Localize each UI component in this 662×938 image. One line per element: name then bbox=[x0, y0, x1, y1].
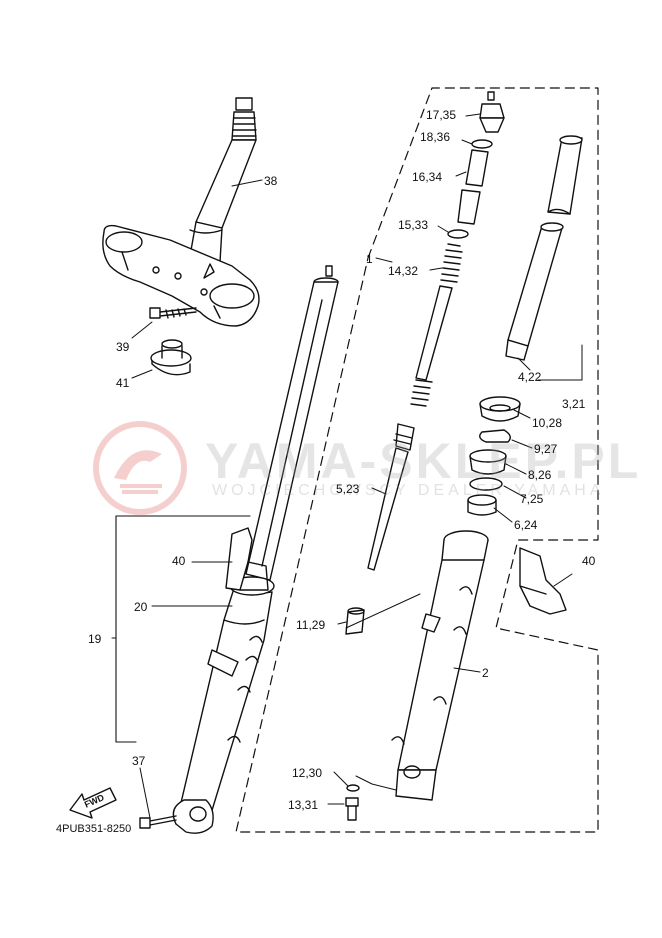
collar-41 bbox=[150, 339, 192, 376]
callout-12-30: 12,30 bbox=[292, 766, 323, 780]
inner-tube-left bbox=[245, 265, 339, 581]
bolt-13 bbox=[345, 797, 359, 821]
washer-7 bbox=[469, 477, 503, 491]
bolt-39 bbox=[149, 307, 197, 319]
bush-6 bbox=[467, 494, 497, 516]
o-ring-18 bbox=[471, 139, 493, 149]
callout-17-35: 17,35 bbox=[426, 108, 457, 122]
watermark-brand: YAMA-SKLEP.PL bbox=[205, 433, 642, 489]
callout-9-27: 9,27 bbox=[534, 442, 558, 456]
watermark-logo-icon bbox=[93, 421, 187, 515]
gasket-12 bbox=[346, 784, 360, 792]
dust-seal-10 bbox=[479, 396, 521, 422]
callout-20: 20 bbox=[134, 600, 148, 614]
bolt-37 bbox=[139, 815, 177, 829]
callout-2: 2 bbox=[482, 666, 489, 680]
callout-14-32: 14,32 bbox=[388, 264, 419, 278]
callout-11-29: 11,29 bbox=[296, 618, 326, 632]
callout-40-left: 40 bbox=[172, 554, 186, 568]
part-code: 4PUB351-8250 bbox=[56, 823, 132, 835]
fwd-arrow-icon bbox=[69, 787, 117, 819]
washer-15 bbox=[447, 229, 469, 239]
callout-16-34: 16,34 bbox=[412, 170, 443, 184]
callout-13-31: 13,31 bbox=[288, 798, 319, 812]
callout-5-23: 5,23 bbox=[336, 482, 360, 496]
assembly-boundary bbox=[235, 87, 599, 833]
callout-8-26: 8,26 bbox=[528, 468, 552, 482]
leader-lines bbox=[111, 113, 573, 819]
callout-15-33: 15,33 bbox=[398, 218, 429, 232]
callout-38: 38 bbox=[264, 174, 278, 188]
callout-4-22: 4,22 bbox=[518, 370, 542, 384]
steering-stem bbox=[189, 97, 257, 263]
clip-9 bbox=[479, 429, 511, 443]
bracket-3-21 bbox=[537, 344, 583, 381]
callout-41: 41 bbox=[116, 376, 130, 390]
callout-1: 1 bbox=[366, 252, 373, 266]
outer-tube-right-2 bbox=[391, 530, 489, 801]
watermark-subtitle: WOJCIECHOWSCY DEALER YAMAHA bbox=[212, 482, 605, 499]
outer-tube-left bbox=[172, 576, 275, 834]
protector-left bbox=[225, 527, 269, 591]
callout-6-24: 6,24 bbox=[514, 518, 538, 532]
protector-right-40 bbox=[519, 547, 567, 615]
callout-37: 37 bbox=[132, 754, 146, 768]
callout-7-25: 7,25 bbox=[520, 492, 544, 506]
spacer-16 bbox=[457, 149, 489, 225]
callout-3-21: 3,21 bbox=[562, 397, 586, 411]
callout-19: 19 bbox=[88, 632, 102, 646]
callout-10-28: 10,28 bbox=[532, 416, 563, 430]
callout-18-36: 18,36 bbox=[420, 130, 451, 144]
callout-40-right: 40 bbox=[582, 554, 596, 568]
fork-spring-14 bbox=[410, 243, 463, 407]
damper-rod-5 bbox=[367, 423, 415, 571]
oil-seal-8 bbox=[469, 449, 507, 475]
inner-tube-right-4 bbox=[505, 135, 583, 361]
cap-bolt-17 bbox=[479, 91, 505, 133]
under-bracket bbox=[102, 224, 260, 327]
lock-piece-11 bbox=[345, 607, 365, 635]
callout-39: 39 bbox=[116, 340, 130, 354]
bracket-19 bbox=[115, 515, 251, 743]
